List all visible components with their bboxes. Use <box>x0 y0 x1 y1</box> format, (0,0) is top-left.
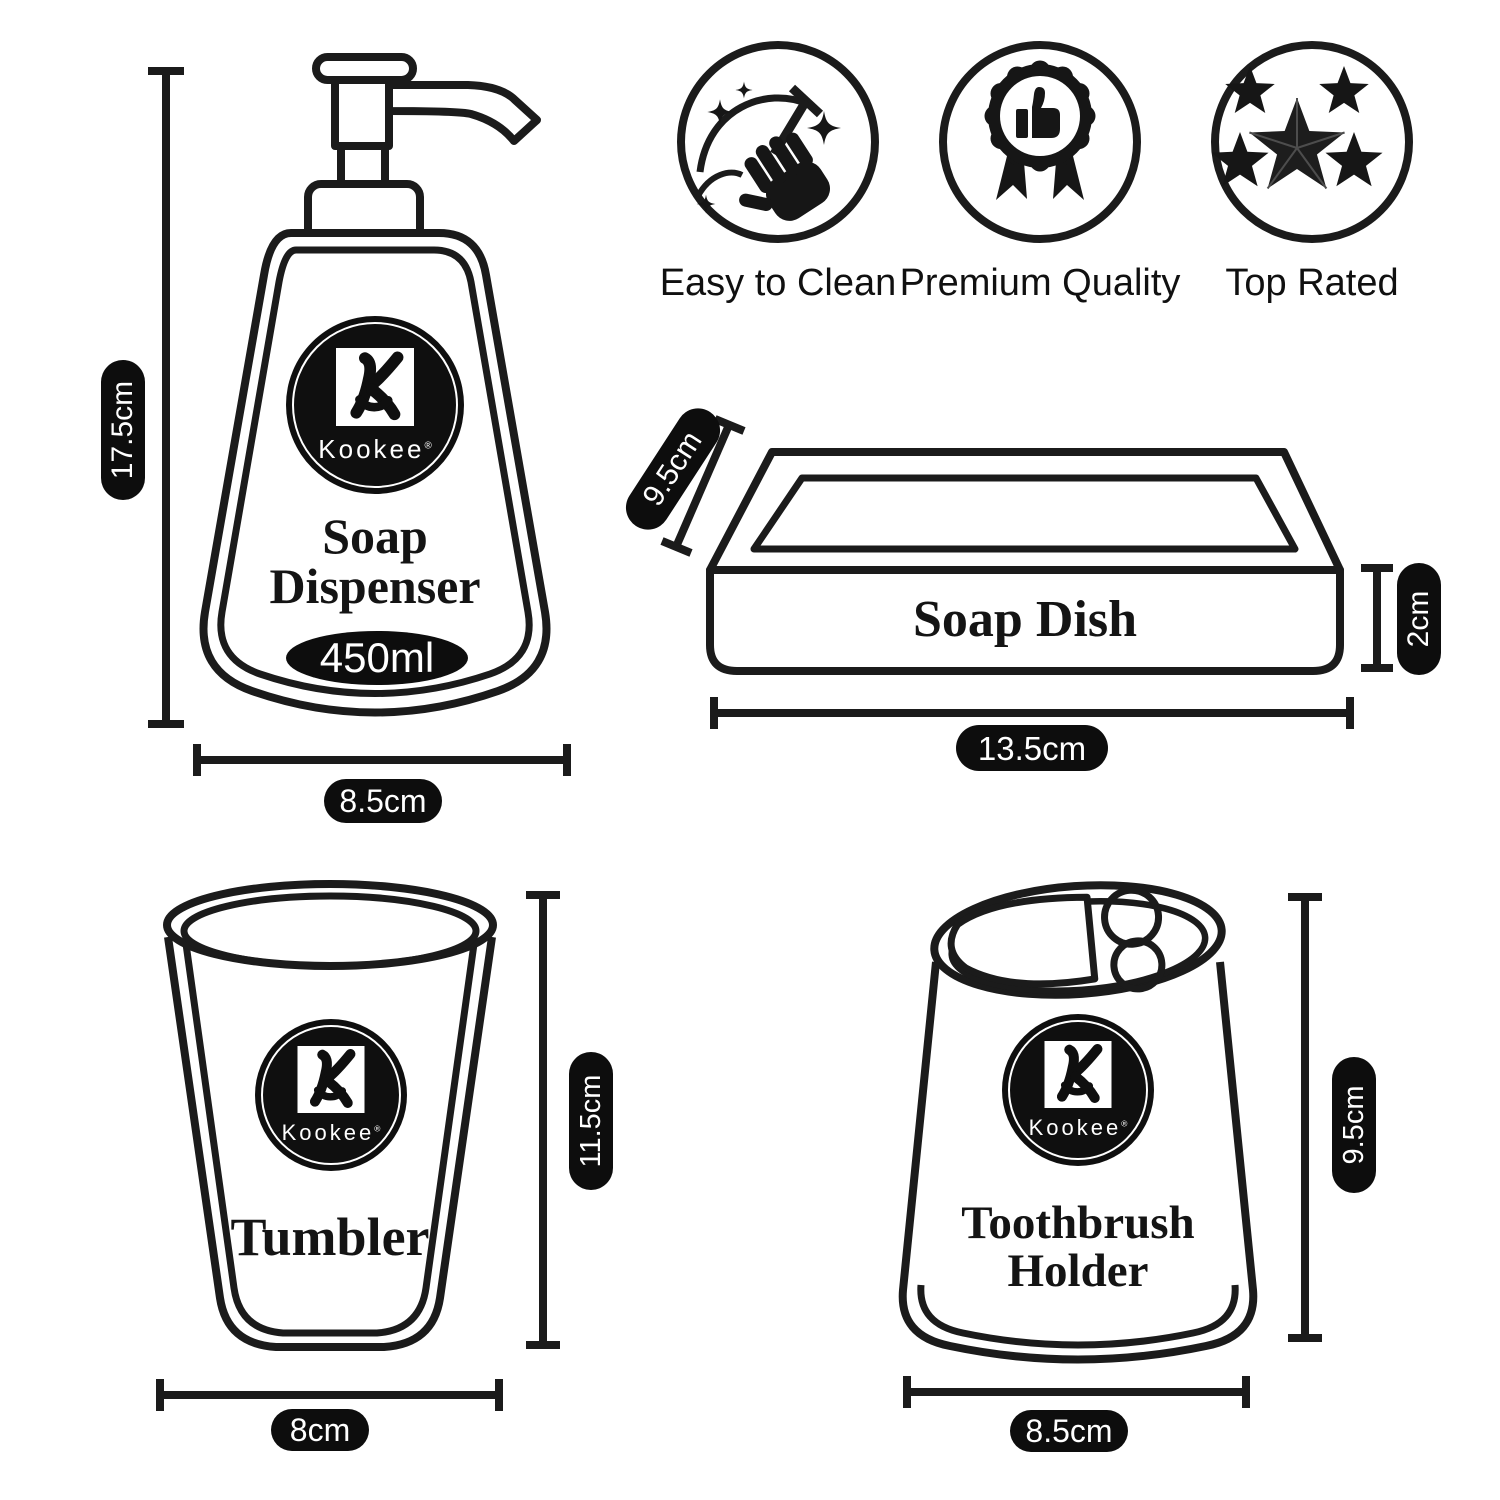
holder-brush-hole-bottom <box>1110 937 1166 993</box>
tumbler-body-inner <box>182 943 478 1337</box>
easy-to-clean-label: Easy to Clean <box>659 262 897 304</box>
holder-width-dim-line <box>903 1376 1250 1408</box>
dish-width-label: 13.5cm <box>956 725 1108 771</box>
kookee-wordmark: Kookee® <box>318 434 432 464</box>
premium-quality-badge-circle <box>939 41 1141 243</box>
easy-to-clean-badge-circle <box>677 41 879 243</box>
pump-body <box>331 76 393 150</box>
dish-height-label: 2cm <box>1397 563 1441 675</box>
kookee-k-square <box>1044 1041 1112 1108</box>
capacity-badge: 450ml <box>286 631 468 685</box>
tumbler-height-label: 11.5cm <box>569 1052 613 1190</box>
soap-dispenser-title-line2: Dispenser <box>269 558 481 614</box>
toothbrush-holder-title-line2: Holder <box>1007 1245 1149 1297</box>
dish-inner-tray <box>750 474 1299 553</box>
premium-quality-label: Premium Quality <box>899 262 1181 304</box>
soap-dispenser-title-line1: Soap <box>322 508 428 564</box>
kookee-logo-toothbrush-holder: Kookee® <box>1002 1014 1154 1166</box>
kookee-wordmark: Kookee® <box>1028 1115 1128 1140</box>
holder-body-inner <box>917 1284 1239 1349</box>
holder-body-outer <box>898 961 1258 1364</box>
registered-mark: ® <box>374 1123 381 1134</box>
holder-height-label: 9.5cm <box>1332 1057 1376 1193</box>
dish-width-dim-line <box>710 697 1354 729</box>
tumbler-height-dim-line <box>526 891 560 1349</box>
dish-front-face <box>706 566 1344 675</box>
tumbler-rim-inner <box>180 892 480 970</box>
tumbler-width-dim-line <box>156 1379 503 1411</box>
kookee-k-icon <box>350 351 404 421</box>
tumbler-body-outer <box>164 936 496 1351</box>
tumbler-drawing <box>163 880 497 1351</box>
five-stars-icon <box>1211 66 1383 190</box>
dispenser-width-label: 8.5cm <box>324 779 442 823</box>
top-rated-badge-circle <box>1211 41 1413 243</box>
bottle-outline-inner <box>217 246 533 697</box>
kookee-logo-dispenser: Kookee® <box>286 316 464 494</box>
tumbler-title: Tumbler <box>230 1207 430 1267</box>
thumbs-up-glyph <box>1016 87 1060 138</box>
holder-divider-compartment <box>947 893 1099 988</box>
kookee-k-square <box>336 348 414 426</box>
toothbrush-holder-drawing <box>898 881 1258 1364</box>
sparkle-clean-hand-icon <box>695 81 841 221</box>
sparkle-stars <box>696 81 841 214</box>
holder-height-dim-line <box>1288 893 1322 1342</box>
soap-dish-title: Soap Dish <box>913 591 1137 648</box>
thumbs-up-rosette-icon <box>984 60 1096 200</box>
toothbrush-holder-title-line1: Toothbrush <box>961 1197 1195 1249</box>
kookee-logo-tumbler: Kookee® <box>255 1019 407 1171</box>
dish-height-dim-line <box>1361 564 1393 672</box>
top-rated-label: Top Rated <box>1225 262 1399 304</box>
soap-dish-drawing <box>706 448 1344 675</box>
dispenser-height-label: 17.5cm <box>101 360 145 500</box>
registered-mark: ® <box>424 440 432 452</box>
registered-mark: ® <box>1121 1118 1128 1129</box>
kookee-k-icon <box>309 1049 356 1108</box>
tumbler-width-label: 8cm <box>271 1409 369 1451</box>
kookee-k-icon <box>1056 1044 1103 1103</box>
kookee-k-square <box>297 1046 365 1113</box>
dish-depth-dim-line <box>660 415 746 557</box>
kookee-wordmark: Kookee® <box>281 1120 381 1145</box>
dispenser-width-dim-line <box>193 744 571 776</box>
pump-spout <box>385 81 541 145</box>
holder-width-label: 8.5cm <box>1010 1410 1128 1452</box>
pump-neck <box>337 142 389 188</box>
dispenser-height-dim-line <box>148 67 184 728</box>
